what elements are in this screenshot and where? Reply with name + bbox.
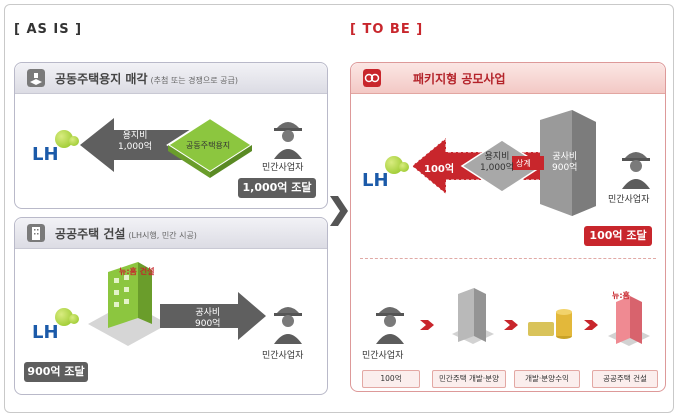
- tobe-header: [ TO BE ]: [350, 22, 424, 37]
- flow-arrow-icon-1: [420, 320, 434, 330]
- offset-tag: [512, 156, 544, 170]
- step-public-housing: 공공주택 건설: [592, 370, 658, 388]
- lh-logo-3: LH: [362, 170, 389, 191]
- construction-graphic: [88, 262, 266, 346]
- land-icon: [27, 69, 45, 87]
- construction-cost-label: 공사비: [195, 308, 221, 318]
- asis-header: [ AS IS ]: [14, 22, 83, 37]
- step-investment: 100억: [362, 370, 420, 388]
- funding-badge-2: 900억 조달: [24, 362, 88, 382]
- package-construction-cost-label: 공사비: [552, 152, 578, 162]
- lh-logo-dot-2: [55, 308, 73, 326]
- revenue-coins-graphic: [528, 309, 572, 339]
- construction-cost-value: 900억: [195, 319, 221, 329]
- building-sign: 뉴:홈 건설: [119, 267, 155, 276]
- lh-logo-dot-small-1: [69, 136, 79, 146]
- lh-logo-2: LH: [32, 322, 59, 343]
- lh-logo-1: LH: [32, 144, 59, 165]
- land-sale-title: 공동주택용지 매각: [55, 72, 148, 86]
- package-construction-cost-value: 900억: [552, 163, 578, 173]
- construction-title-bar: 공공주택 건설(LH시행, 민간 시공): [15, 218, 327, 249]
- building-icon: [27, 224, 45, 242]
- offset-label: 상계: [516, 159, 531, 168]
- building-side: [138, 262, 152, 324]
- land-lot-label: 공동주택용지: [186, 141, 231, 150]
- land-cost-label: 용지비: [122, 131, 148, 141]
- land-sale-title-bar: 공동주택용지 매각(추첨 또는 경쟁으로 공급): [15, 63, 327, 94]
- lh-logo-dot-small-3: [399, 162, 409, 172]
- funding-badge-1: 1,000억 조달: [238, 178, 316, 198]
- land-sale-subtitle: (추첨 또는 경쟁으로 공급): [150, 76, 238, 85]
- flow-arrow-icon-3: [584, 320, 598, 330]
- package-land-cost-label: 용지비: [484, 152, 510, 162]
- land-cost-value: 1,000억: [118, 142, 153, 152]
- developer-label-1: 민간사업자: [262, 163, 304, 173]
- package-arrow-value: 100억: [424, 164, 455, 175]
- developer-icon-1: [274, 122, 302, 159]
- flow-arrow-icon-2: [504, 320, 518, 330]
- house-sign: 뉴:홈: [612, 291, 630, 300]
- funding-badge-3: 100억 조달: [584, 226, 652, 246]
- package-land-cost-value: 1,000억: [480, 163, 515, 173]
- developer-icon-4: [376, 307, 404, 344]
- developer-label-3: 민간사업자: [608, 195, 650, 205]
- construction-arrow: [160, 292, 266, 340]
- step-private-development: 민간주택 개발·분양: [432, 370, 506, 388]
- package-title-bar: 패키지형 공모사업: [351, 63, 665, 94]
- panel3-divider: [360, 258, 656, 259]
- transition-chevron-icon: [330, 196, 348, 226]
- package-icon: [363, 69, 381, 87]
- step-revenue: 개발·분양수익: [514, 370, 580, 388]
- land-lot-side-2: [210, 145, 252, 178]
- private-housing-graphic: [452, 288, 494, 344]
- construction-subtitle: (LH시행, 민간 시공): [128, 231, 197, 240]
- developer-label-4: 민간사업자: [362, 351, 404, 361]
- package-graphic: [412, 110, 596, 216]
- construction-title: 공공주택 건설: [55, 227, 126, 241]
- lh-logo-dot-3: [385, 156, 403, 174]
- land-lot-side: [168, 145, 210, 178]
- developer-label-2: 민간사업자: [262, 351, 304, 361]
- land-sale-panel: 공동주택용지 매각(추첨 또는 경쟁으로 공급): [14, 62, 328, 209]
- land-sale-arrow-graphic: [80, 116, 254, 178]
- lh-logo-dot-small-2: [69, 314, 79, 324]
- package-title: 패키지형 공모사업: [413, 72, 506, 86]
- lh-logo-dot-1: [55, 130, 73, 148]
- developer-icon-2: [274, 307, 302, 344]
- public-housing-graphic: [608, 296, 650, 346]
- developer-icon-3: [622, 152, 650, 189]
- land-sale-arrow: [80, 118, 210, 172]
